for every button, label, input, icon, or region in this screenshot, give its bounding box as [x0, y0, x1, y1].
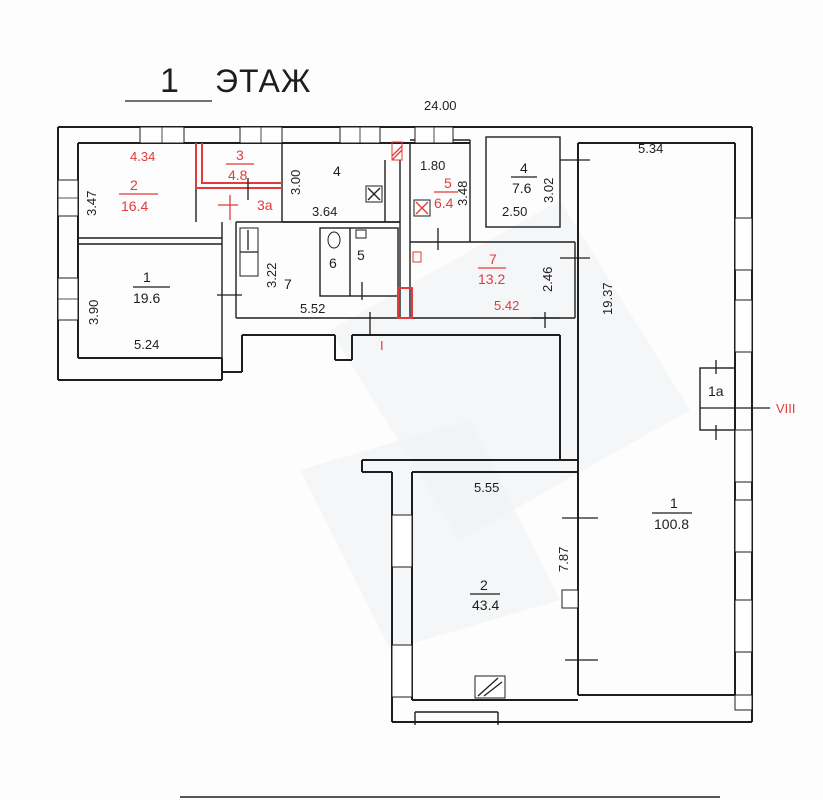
dim-3-22: 3.22: [264, 263, 279, 288]
dim-5-34: 5.34: [638, 141, 663, 156]
room-7-area: 13.2: [478, 271, 505, 287]
dim-2-50: 2.50: [502, 204, 527, 219]
room-3-number: 3: [236, 147, 244, 163]
red-partitions: [195, 141, 422, 319]
room-labels: 1 19.6 2 16.4 3 4.8 3а 4 4 7.6 5 6.4 6 5…: [119, 147, 724, 613]
room-3-area: 4.8: [228, 167, 248, 183]
dim-4-34: 4.34: [130, 149, 155, 164]
dim-5-42: 5.42: [494, 298, 519, 313]
room-1-left-number: 1: [143, 269, 151, 285]
windows: [57, 126, 753, 711]
entrance-viii-label: VIII: [776, 401, 796, 416]
dim-3-02: 3.02: [541, 178, 556, 203]
room-6-number: 6: [329, 255, 337, 271]
room-5-wc-number: 5: [357, 247, 365, 263]
hatched-shaft: [391, 141, 403, 161]
adjacent-structure: [180, 711, 720, 798]
dim-5-24: 5.24: [134, 337, 159, 352]
room-2-left-number: 2: [130, 177, 138, 193]
room-1-big-number: 1: [670, 495, 678, 511]
room-3a-number: 3а: [257, 197, 273, 213]
door-marks: [217, 159, 770, 661]
dim-1-80: 1.80: [420, 158, 445, 173]
column-box: [561, 589, 579, 609]
toilet-icon: [327, 231, 341, 249]
dimension-labels: 4.34 3.47 3.00 3.64 1.80 3.48 2.50 3.02 …: [84, 141, 663, 572]
dim-5-52: 5.52: [300, 301, 325, 316]
floor-title: 1 ЭТАЖ: [125, 62, 311, 102]
dim-3-47: 3.47: [84, 191, 99, 216]
fixtures: [239, 185, 579, 699]
room-1-left-area: 19.6: [133, 290, 160, 306]
room-5-number: 5: [444, 175, 452, 191]
dim-overall-width: 24.00: [424, 98, 457, 113]
room-7-corridor-number: 7: [284, 276, 292, 292]
entrance-i-label: I: [380, 338, 384, 353]
floor-word: ЭТАЖ: [215, 63, 311, 99]
room-4-small-number: 4: [520, 160, 528, 176]
red-meter-box: [412, 251, 422, 263]
dim-3-90: 3.90: [86, 300, 101, 325]
dim-3-00: 3.00: [288, 170, 303, 195]
dim-19-37: 19.37: [600, 282, 615, 315]
dim-3-48: 3.48: [455, 181, 470, 206]
room-5-area: 6.4: [434, 195, 454, 211]
room-2-bottom-area: 43.4: [472, 597, 499, 613]
room-2-bottom-number: 2: [480, 577, 488, 593]
background-print-marks: [300, 200, 690, 650]
floor-number: 1: [160, 62, 179, 100]
basin-icon: [355, 229, 367, 239]
entrance-labels: I VIII: [380, 338, 796, 416]
room-2-left-area: 16.4: [121, 198, 148, 214]
dim-5-55: 5.55: [474, 480, 499, 495]
dim-7-87: 7.87: [556, 547, 571, 572]
room-4-small-area: 7.6: [512, 180, 532, 196]
room-4-number: 4: [333, 163, 341, 179]
room-1-big-area: 100.8: [654, 516, 689, 532]
dim-3-64: 3.64: [312, 204, 337, 219]
dim-2-46: 2.46: [540, 267, 555, 292]
room-1a-number: 1а: [708, 383, 724, 399]
room-7-number: 7: [489, 251, 497, 267]
